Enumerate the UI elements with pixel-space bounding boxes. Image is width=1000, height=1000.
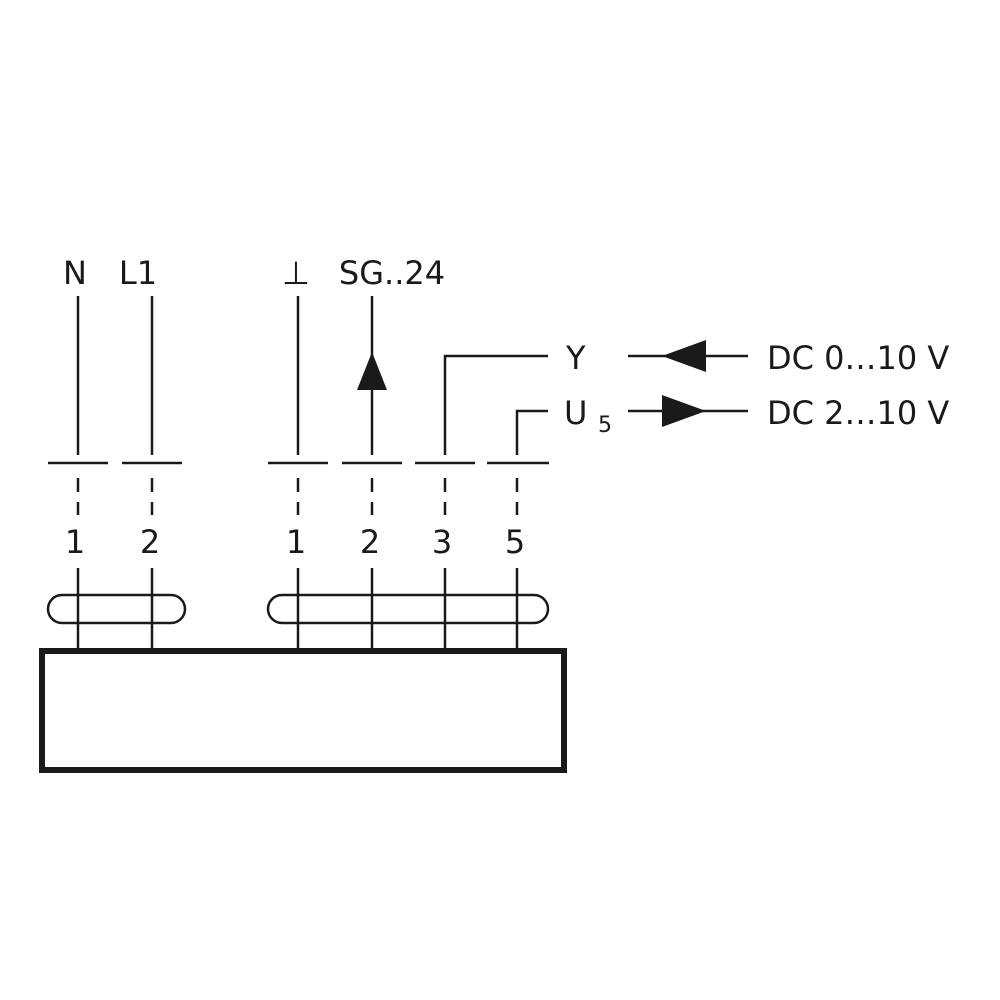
label-n: N: [63, 254, 87, 292]
terminal-number: 1: [65, 523, 85, 561]
label-u: U: [564, 394, 587, 432]
label-u-subscript: 5: [598, 413, 612, 438]
cable-sheath-control: [266, 593, 550, 625]
terminal-number: 5: [505, 523, 525, 561]
label-sg24: SG..24: [339, 254, 445, 292]
wire-u5: [515, 409, 548, 455]
arrow-left-icon: [662, 340, 706, 372]
terminal-number: 2: [140, 523, 160, 561]
u5-range: DC 2…10 V: [767, 394, 949, 432]
wire-y: [443, 354, 548, 455]
arrow-up-icon: [357, 352, 387, 390]
label-l1: L1: [119, 254, 157, 292]
terminal-number: 1: [286, 523, 306, 561]
terminal-number: 3: [432, 523, 452, 561]
device-body: [39, 648, 567, 773]
cable-sheath-power: [46, 593, 187, 625]
label-ground: ⊥: [282, 254, 310, 292]
terminal-number: 2: [360, 523, 380, 561]
label-y: Y: [565, 339, 586, 377]
arrow-right-icon: [662, 395, 706, 427]
y-range: DC 0…10 V: [767, 339, 949, 377]
